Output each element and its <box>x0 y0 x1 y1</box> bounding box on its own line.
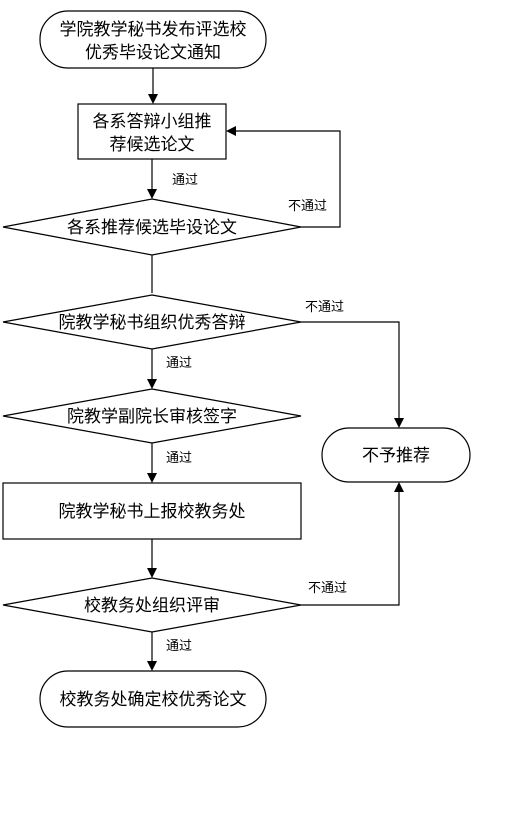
edge-label-fail-3: 不通过 <box>308 581 347 596</box>
edge-label-fail-2: 不通过 <box>305 300 344 315</box>
edge-dept-fail-loop <box>226 126 341 228</box>
confirm-node-label: 校教务处确定校优秀论文 <box>60 690 247 710</box>
start-node: 学院教学秘书发布评选校 优秀毕设论文通知 <box>39 10 267 69</box>
reject-node: 不予推荐 <box>321 427 471 483</box>
edge-label-fail-1: 不通过 <box>288 199 327 214</box>
edge-university-fail <box>301 482 404 606</box>
defense-group-line1: 各系答辩小组推 <box>93 112 212 132</box>
report-process: 院教学秘书上报校教务处 <box>2 482 302 540</box>
decision-vice-dean: 院教学副院长审核签字 <box>2 388 302 444</box>
defense-group-line2: 荐候选论文 <box>110 135 195 155</box>
decision-vice-dean-label: 院教学副院长审核签字 <box>67 407 237 427</box>
decision-university-label: 校教务处组织评审 <box>84 596 220 616</box>
start-node-line1: 学院教学秘书发布评选校 <box>60 20 247 40</box>
edge-label-pass-2: 通过 <box>166 356 192 371</box>
decision-dept-recommend: 各系推荐候选毕设论文 <box>2 198 302 256</box>
confirm-node: 校教务处确定校优秀论文 <box>39 670 267 728</box>
decision-university: 校教务处组织评审 <box>2 577 302 633</box>
decision-dept-label: 各系推荐候选毕设论文 <box>67 218 237 238</box>
edge-secretary-fail <box>301 321 404 428</box>
decision-secretary-defense: 院教学秘书组织优秀答辩 <box>2 294 302 350</box>
decision-secretary-label: 院教学秘书组织优秀答辩 <box>59 313 246 333</box>
start-node-line2: 优秀毕设论文通知 <box>85 43 221 63</box>
edge-label-pass-3: 通过 <box>166 451 192 466</box>
edge-label-pass-1: 通过 <box>172 173 198 188</box>
report-process-label: 院教学秘书上报校教务处 <box>59 502 246 522</box>
reject-node-label: 不予推荐 <box>362 446 430 466</box>
edge-label-pass-4: 通过 <box>166 639 192 654</box>
defense-group-process: 各系答辩小组推 荐候选论文 <box>77 103 227 160</box>
